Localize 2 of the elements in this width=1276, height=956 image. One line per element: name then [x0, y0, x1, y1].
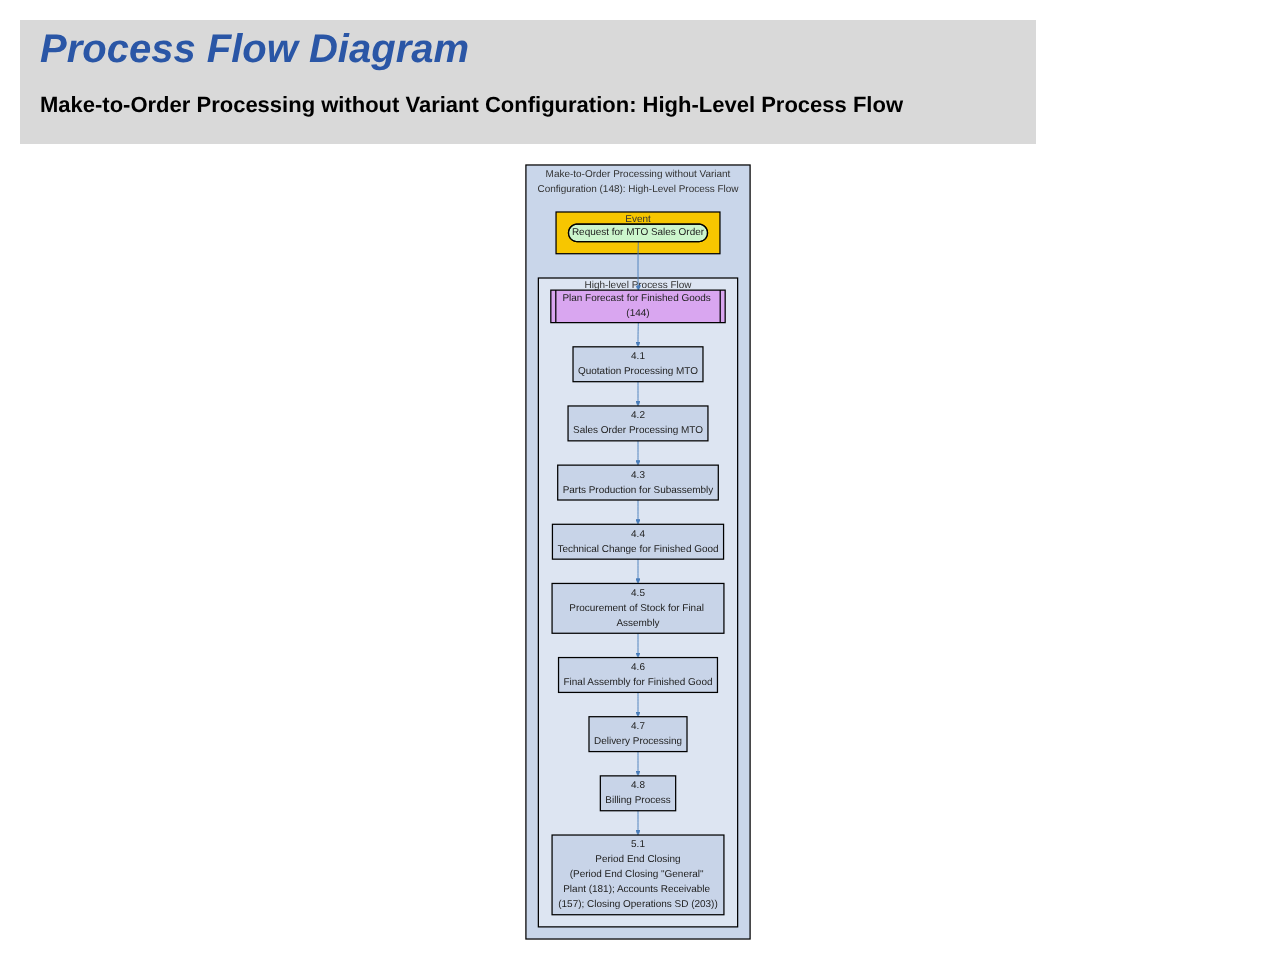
page-title: Process Flow Diagram	[40, 28, 470, 74]
subtitle: Make-to-Order Processing without Variant Configuration: High-Level Process Flow	[40, 94, 904, 118]
